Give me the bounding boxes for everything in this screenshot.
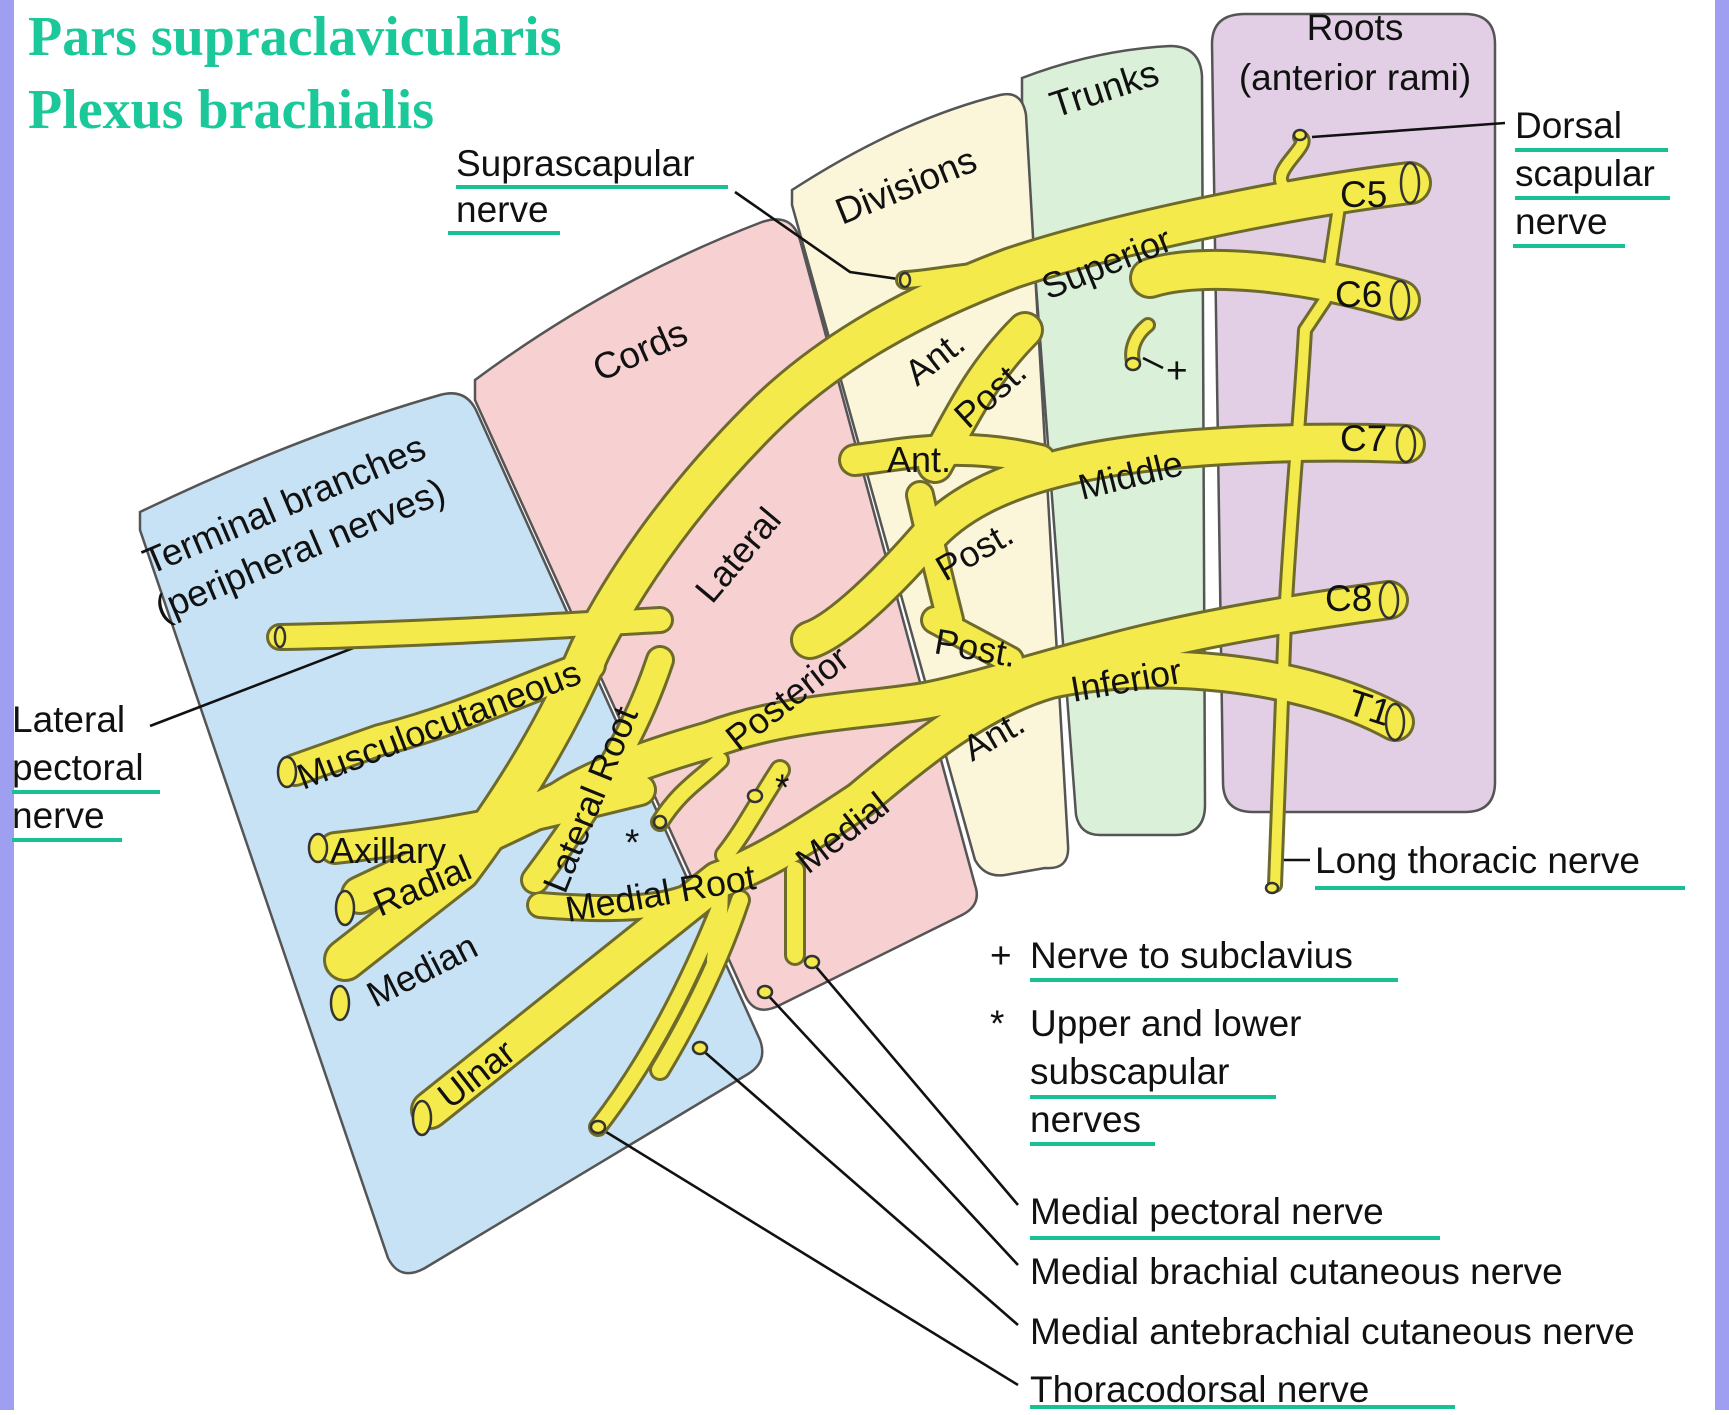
label-c7: C7 [1340, 418, 1387, 459]
end-medial-brachial [758, 986, 772, 998]
end-long-thoracic [1266, 883, 1278, 893]
legend-star-text-2: subscapular [1030, 1051, 1230, 1092]
legend-plus-symbol: + [990, 935, 1012, 976]
end-medial-pectoral [805, 956, 819, 968]
end-c7 [1397, 426, 1415, 462]
end-lateral-pectoral [275, 627, 285, 647]
end-lower-subscapular [748, 790, 762, 802]
label-lateral-pectoral-line1: Lateral [12, 699, 125, 740]
end-c5 [1401, 163, 1419, 203]
label-c6: C6 [1335, 274, 1382, 315]
legend-plus-text: Nerve to subclavius [1030, 935, 1353, 976]
label-medial-brachial: Medial brachial cutaneous nerve [1030, 1251, 1563, 1292]
label-thoracodorsal: Thoracodorsal nerve [1030, 1369, 1369, 1410]
label-suprascapular-line2: nerve [456, 189, 549, 230]
label-dorsal-line1: Dorsal [1515, 105, 1622, 146]
label-lateral-pectoral-line2: pectoral [12, 747, 144, 788]
label-c5: C5 [1340, 174, 1387, 215]
label-lateral-pectoral-line3: nerve [12, 795, 105, 836]
end-medial-antebrachial [693, 1042, 707, 1054]
label-medial-antebrachial: Medial antebrachial cutaneous nerve [1030, 1311, 1635, 1352]
end-c6 [1391, 281, 1409, 319]
end-ulnar [413, 1101, 431, 1135]
label-c8: C8 [1325, 578, 1372, 619]
label-medial-pectoral: Medial pectoral nerve [1030, 1191, 1384, 1232]
legend-star-text-3: nerves [1030, 1099, 1141, 1140]
title-line1: Pars supraclavicularis [28, 6, 562, 68]
end-thoracodorsal [591, 1121, 605, 1133]
mark-star-upper-subscapular: * [625, 822, 639, 863]
end-upper-subscapular [654, 816, 666, 828]
mark-plus-subclavius: + [1166, 350, 1188, 391]
end-subclavius [1126, 358, 1140, 370]
end-median [331, 986, 349, 1020]
label-long-thoracic: Long thoracic nerve [1315, 840, 1640, 881]
legend-star-text-1: Upper and lower [1030, 1003, 1301, 1044]
label-dorsal-line3: nerve [1515, 201, 1608, 242]
label-dorsal-line2: scapular [1515, 153, 1655, 194]
title-line2: Plexus brachialis [28, 79, 434, 141]
label-ant-middle: Ant. [887, 439, 951, 480]
end-radial [336, 891, 354, 925]
end-suprascapular [900, 273, 910, 287]
right-frame-bar [1715, 0, 1729, 1410]
end-axillary [309, 834, 327, 862]
label-suprascapular-line1: Suprascapular [456, 143, 695, 184]
end-c8 [1380, 582, 1398, 618]
legend-star-symbol: * [990, 1003, 1004, 1044]
mark-star-lower-subscapular: * [775, 767, 789, 808]
end-dorsal-scapular [1294, 130, 1306, 140]
heading-roots-line2: (anterior rami) [1239, 57, 1471, 98]
heading-roots-line1: Roots [1307, 7, 1404, 48]
